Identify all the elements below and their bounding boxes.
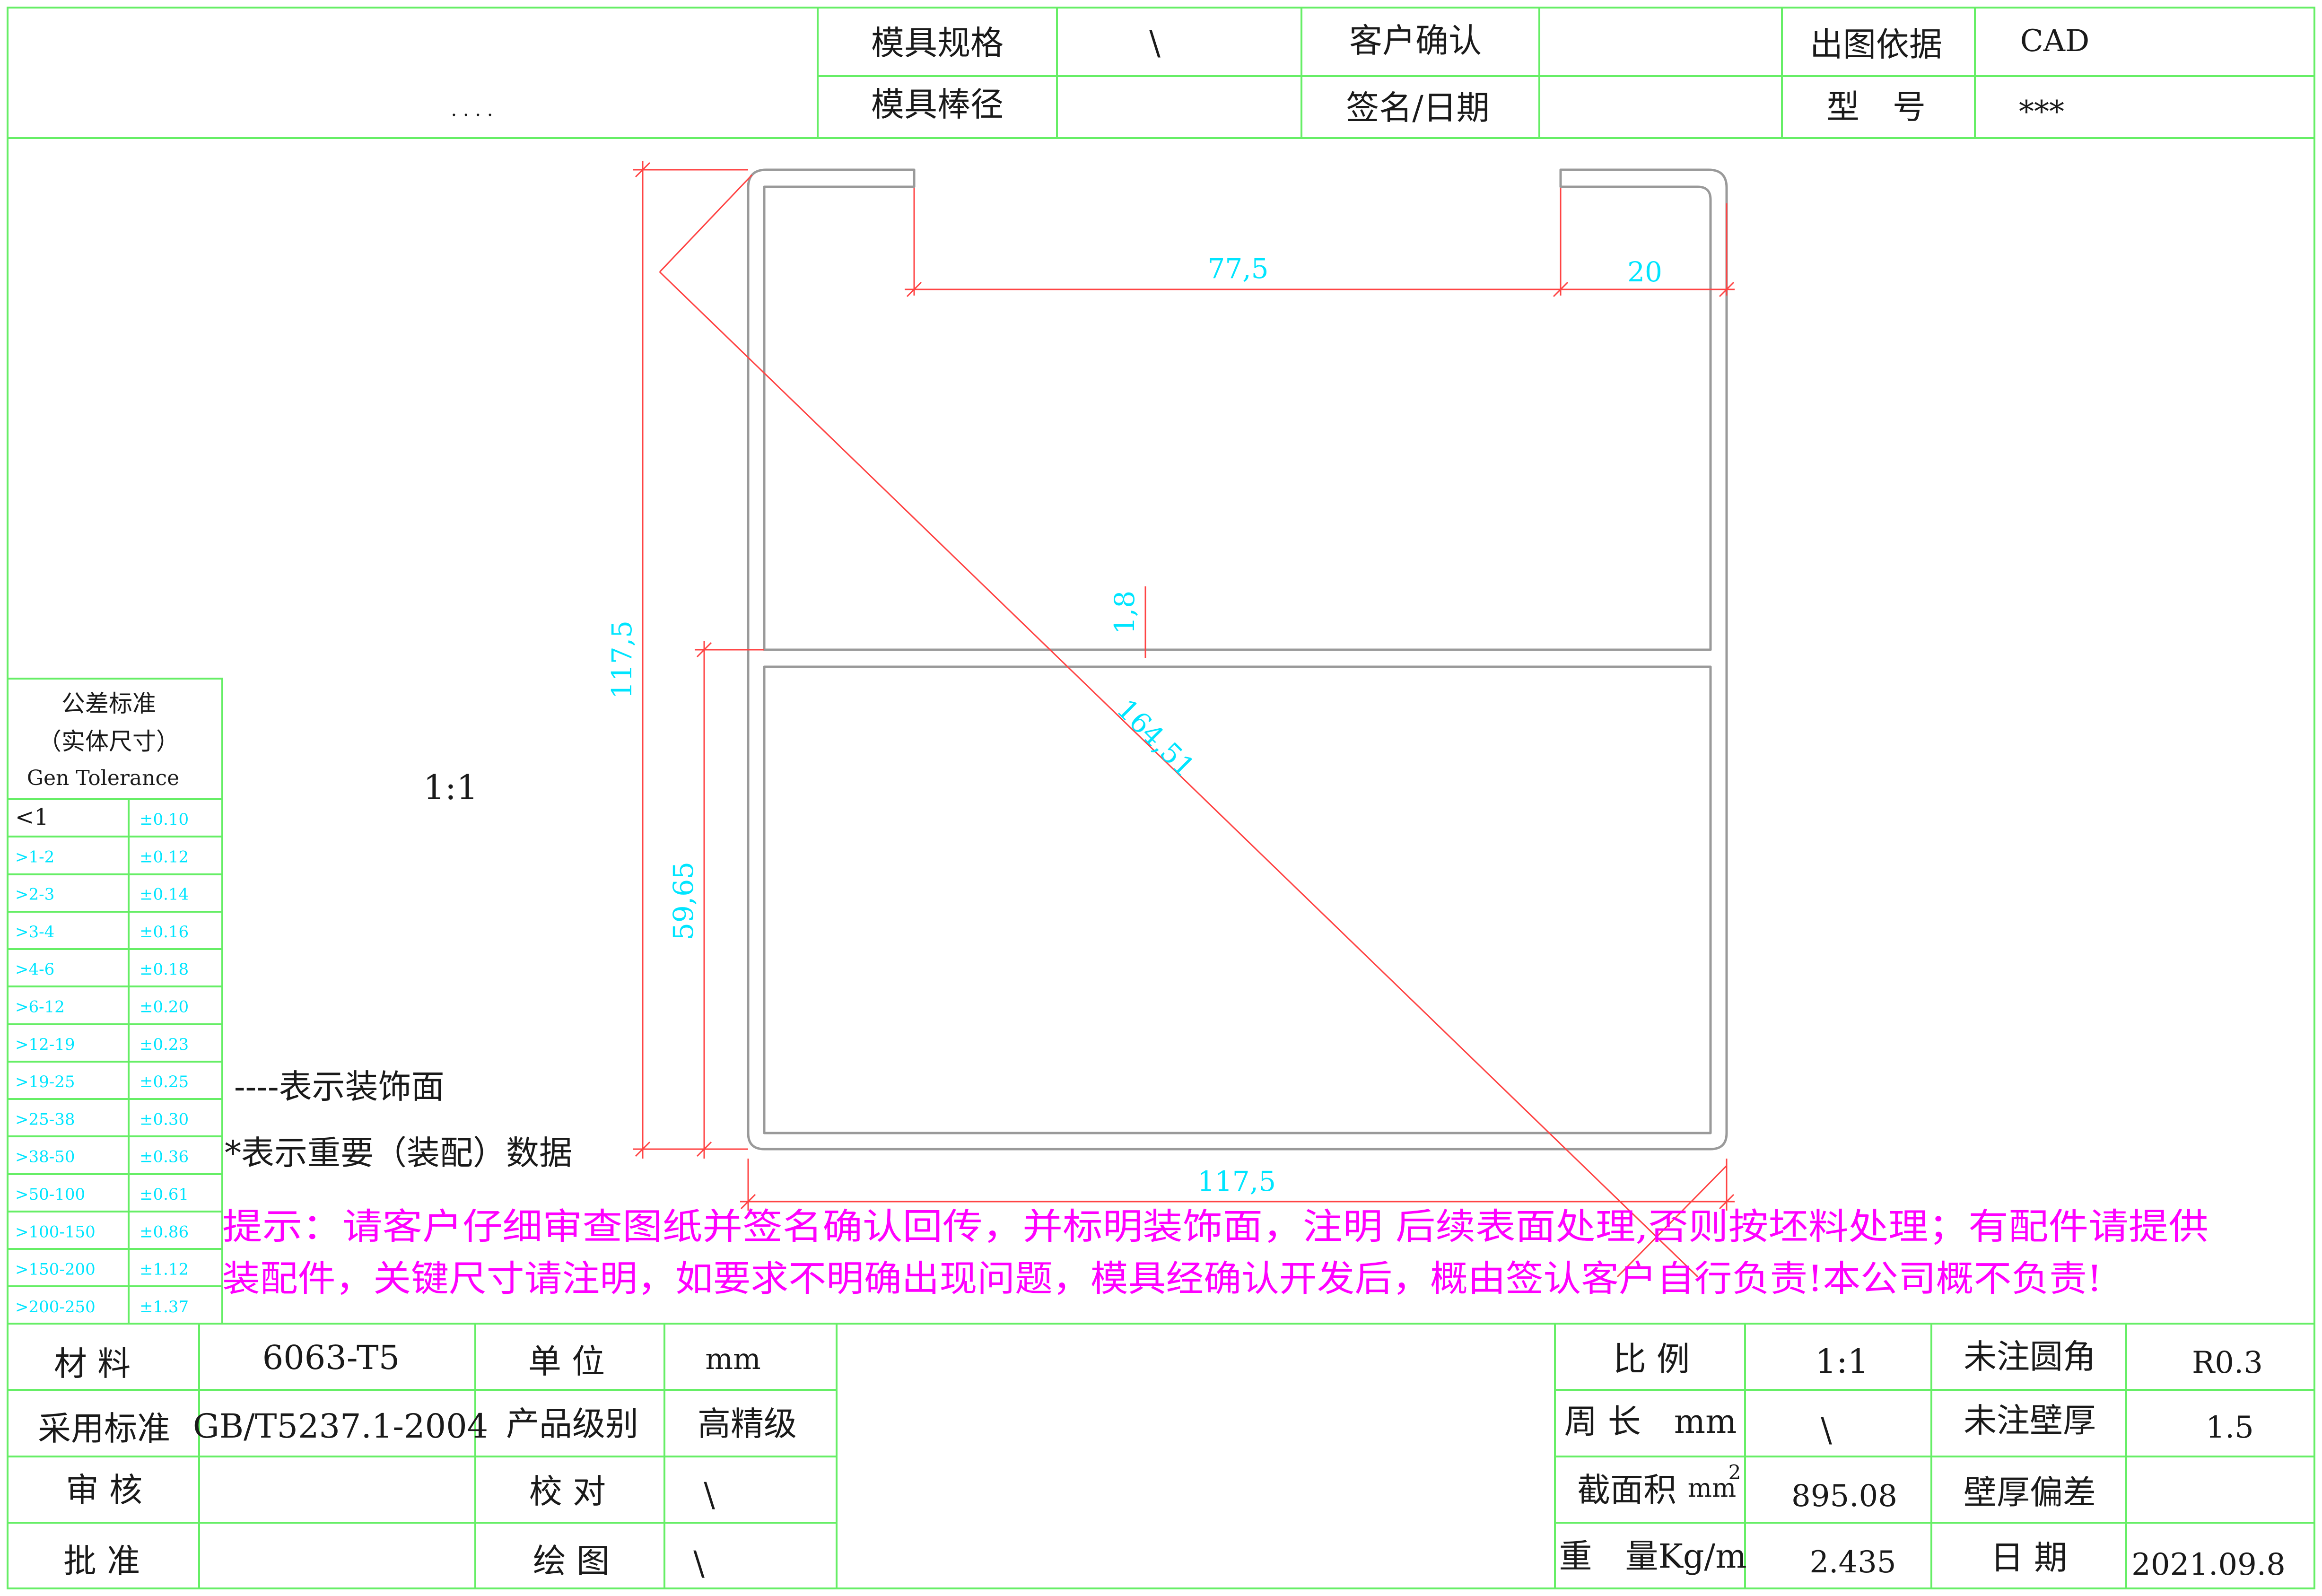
draw-label: 绘 图 [533,1542,610,1580]
weight-label: 重 量Kg/m [1559,1537,1746,1576]
grade-value: 高精级 [698,1404,797,1443]
tolerance-value: ±0.16 [140,923,189,942]
model-value: *** [2019,95,2064,130]
dim-opening: 77,5 [1207,253,1268,285]
thickness-value: 1.5 [2206,1410,2254,1445]
mold-rod-label: 模具棒径 [871,85,1004,124]
tolerance-range: >6-12 [15,998,65,1017]
tolerance-range: >150-200 [15,1260,96,1279]
tolerance-title-2: （实体尺寸） [38,728,180,755]
area-unit: mm [1688,1473,1736,1503]
tolerance-table: 公差标准 （实体尺寸） Gen Tolerance <1 ±0.10 >1-2 ±0.… [15,690,189,1317]
tolerance-range: >25-38 [15,1110,75,1129]
tolerance-range: >3-4 [15,923,54,942]
unit-label: 单 位 [528,1342,605,1381]
profile-outline [747,168,1728,1151]
scale-value: 1:1 [1816,1342,1869,1381]
tolerance-title-3: Gen Tolerance [27,766,179,790]
model-label: 型 号 [1826,87,1926,126]
signature-date-label: 签名/日期 [1346,88,1490,127]
date-value: 2021.09.8 [2131,1547,2286,1582]
thickness-label: 未注壁厚 [1964,1401,2096,1440]
tolerance-value: ±0.10 [140,810,189,829]
dim-width: 117,5 [1197,1165,1276,1197]
drawing-basis-value: CAD [2020,24,2090,59]
perimeter-label: 周 长 mm [1564,1402,1737,1441]
tolerance-range: >50-100 [15,1185,85,1204]
dim-total-height: 117,5 [606,620,638,699]
weight-value: 2.435 [1809,1545,1896,1580]
unit-value: mm [705,1342,761,1376]
decorative-face-legend: ----表示装饰面 [234,1067,445,1106]
drawing-basis-label: 出图依据 [1810,25,1942,64]
draw-value: \ [693,1544,705,1583]
tolerance-range: <1 [15,804,49,830]
tolerance-range: >12-19 [15,1035,75,1054]
scale-note: 1:1 [423,767,478,807]
tolerance-range: >4-6 [15,960,54,979]
lower-chamber [763,665,1712,1134]
check-value: \ [704,1475,715,1514]
tolerance-range: >1-2 [15,847,54,866]
dim-wall: 1,8 [1109,591,1141,634]
tolerance-value: ±0.25 [140,1073,189,1091]
tolerance-title-1: 公差标准 [61,690,156,717]
tolerance-range: >100-150 [15,1222,96,1241]
area-value: 895.08 [1791,1479,1897,1514]
tolerance-range: >38-50 [15,1148,75,1167]
tolerance-value: ±0.18 [140,960,189,979]
thickness-dev-label: 壁厚偏差 [1964,1473,2096,1512]
info-block: 材 料 6063-T5 单 位 mm 采用标准 GB/T5237.1-2004 … [38,1337,2286,1583]
tolerance-range: >200-250 [15,1298,96,1317]
mold-spec-label: 模具规格 [871,24,1004,62]
tolerance-value: ±0.14 [140,885,189,904]
dim-diagonal: 164,51 [1110,693,1201,784]
corner-value: R0.3 [2192,1345,2263,1380]
tolerance-rows: <1 ±0.10 >1-2 ±0.12 >2-3 ±0.14 >3-4 ±0.16 >4-6 ±0… [15,804,189,1317]
tolerance-value: ±0.86 [140,1222,189,1241]
important-data-legend: *表示重要（装配）数据 [225,1134,572,1172]
perimeter-value: \ [1821,1411,1832,1449]
standard-value: GB/T5237.1-2004 [193,1407,488,1446]
scale-label: 比 例 [1613,1340,1690,1378]
tolerance-value: ±0.12 [140,847,189,866]
area-label: 截面积 [1577,1471,1676,1509]
corner-label: 未注圆角 [1964,1337,2096,1376]
tolerance-value: ±0.20 [140,998,189,1017]
dim-lower-height: 59,65 [667,862,699,940]
tolerance-range: >2-3 [15,885,54,904]
tolerance-value: ±0.36 [140,1148,189,1167]
customer-confirm-label: 客户确认 [1349,21,1482,60]
date-label: 日 期 [1990,1538,2067,1577]
material-label: 材 料 [54,1344,131,1383]
mold-spec-value: \ [1149,24,1161,62]
notice-line-1: 提示：请客户仔细审查图纸并签名确认回传，并标明装饰面，注明 后续表面处理,否则按… [222,1205,2209,1247]
dimension-lines [633,161,1735,1278]
area-sup: 2 [1728,1461,1741,1484]
tolerance-value: ±0.30 [140,1110,189,1129]
notice-line-2: 装配件，关键尺寸请注明，如要求不明确出现问题，模具经确认开发后，概由签认客户自行… [222,1257,2102,1299]
review-label: 审 核 [66,1471,142,1509]
material-value: 6063-T5 [262,1338,400,1377]
tolerance-value: ±0.23 [140,1035,189,1054]
frame-lines [7,7,2315,1589]
tolerance-value: ±1.37 [140,1298,189,1317]
title-block: 模具规格 \ 客户确认 出图依据 CAD 模具棒径 签名/日期 型 号 *** … [451,21,2089,130]
check-label: 校 对 [529,1472,606,1511]
grade-label: 产品级别 [506,1404,638,1443]
tolerance-value: ±1.12 [140,1260,189,1279]
company-dots: . . . . [451,99,493,121]
dim-lip: 20 [1627,256,1662,288]
approve-label: 批 准 [63,1542,140,1580]
standard-label: 采用标准 [38,1409,170,1448]
tolerance-value: ±0.61 [140,1185,189,1204]
tolerance-range: >19-25 [15,1073,75,1091]
